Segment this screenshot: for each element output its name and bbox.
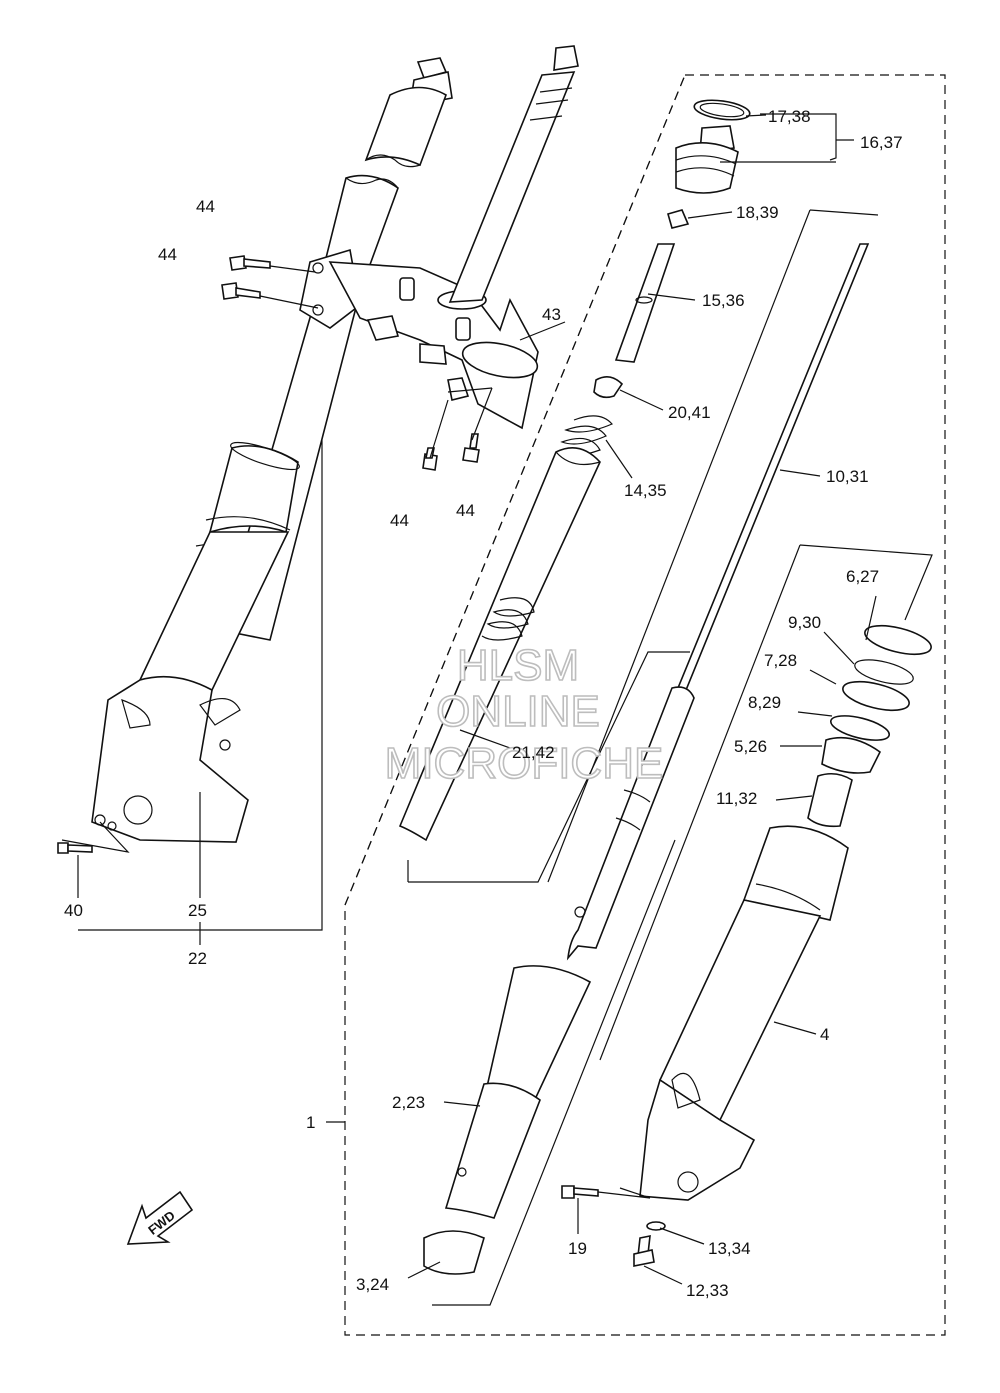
watermark-line-1: HLSM (457, 641, 579, 690)
callout-15-36: 15,36 (702, 291, 745, 310)
callout-22: 22 (188, 949, 207, 968)
fwd-direction-arrow: FWD (126, 1190, 194, 1245)
callout-1: 1 (306, 1113, 315, 1132)
callout-3-24: 3,24 (356, 1275, 389, 1294)
callout-14-35: 14,35 (624, 481, 667, 500)
callout-4: 4 (820, 1025, 829, 1044)
lower-triple-clamp (221, 45, 579, 471)
callout-43: 43 (542, 305, 561, 324)
callout-21-42: 21,42 (512, 743, 555, 762)
callout-7-28: 7,28 (764, 651, 797, 670)
watermark-line-3: MICROFICHE (385, 739, 664, 788)
fork-internals (326, 99, 932, 1285)
watermark-line-2: ONLINE (436, 687, 600, 736)
callout-44-bottom-left: 44 (390, 511, 409, 530)
callout-44-left: 44 (158, 245, 177, 264)
callout-44-bottom-right: 44 (456, 501, 475, 520)
callout-18-39: 18,39 (736, 203, 779, 222)
callout-12-33: 12,33 (686, 1281, 729, 1300)
watermark: HLSM ONLINE MICROFICHE (384, 640, 664, 789)
callout-20-41: 20,41 (668, 403, 711, 422)
callout-16-37: 16,37 (860, 133, 903, 152)
callout-44-top: 44 (196, 197, 215, 216)
callout-8-29: 8,29 (748, 693, 781, 712)
callout-17-38: 17,38 (768, 107, 811, 126)
assembled-fork-leg (57, 57, 453, 945)
callout-25: 25 (188, 901, 207, 920)
callout-6-27: 6,27 (846, 567, 879, 586)
callout-40: 40 (64, 901, 83, 920)
callout-10-31: 10,31 (826, 467, 869, 486)
callout-19: 19 (568, 1239, 587, 1258)
callout-11-32: 11,32 (716, 789, 757, 808)
callout-2-23: 2,23 (392, 1093, 425, 1112)
callout-5-26: 5,26 (734, 737, 767, 756)
callout-labels: 17,38 16,37 18,39 15,36 43 20,41 10,31 1… (64, 107, 903, 1300)
callout-9-30: 9,30 (788, 613, 821, 632)
callout-13-34: 13,34 (708, 1239, 751, 1258)
